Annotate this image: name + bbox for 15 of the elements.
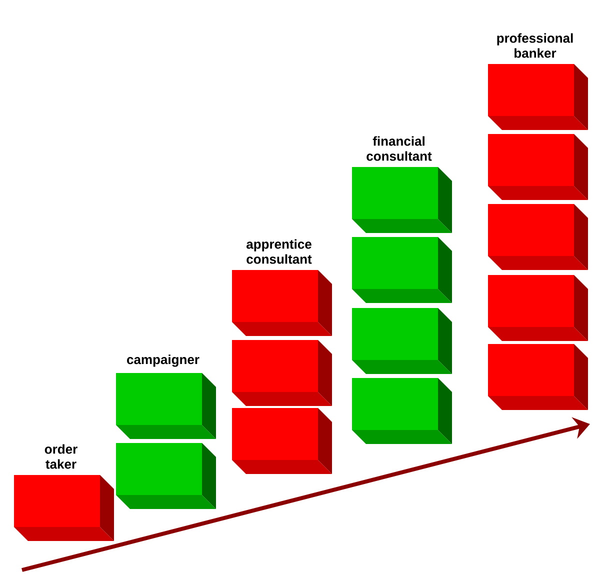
- block: [488, 134, 588, 200]
- column-label: financial consultant: [366, 136, 432, 161]
- column-label: apprentice consultant: [246, 239, 312, 264]
- column-label: order taker: [44, 444, 78, 469]
- column-label: professional banker: [497, 33, 573, 58]
- block: [488, 344, 588, 410]
- column-label: campaigner: [127, 354, 200, 367]
- block: [232, 340, 332, 406]
- block: [352, 308, 452, 374]
- block: [116, 443, 216, 509]
- block: [488, 204, 588, 270]
- block: [352, 237, 452, 303]
- block: [488, 275, 588, 341]
- block: [232, 408, 332, 474]
- block: [352, 378, 452, 444]
